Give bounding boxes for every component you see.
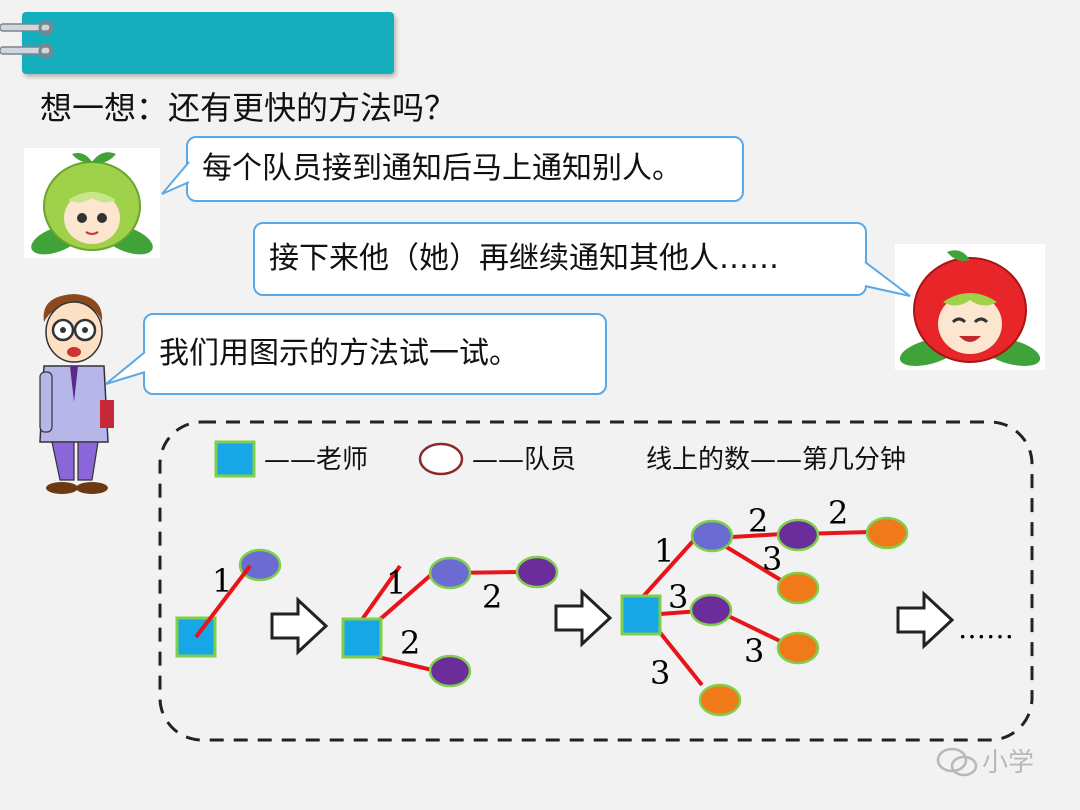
stage3-member-node [865,516,909,550]
legend-teacher-label: ——老师 [264,445,369,475]
stage2-edge-label: 2 [400,624,420,662]
stage2-member-node [428,654,472,688]
stage3-member-node [776,631,820,665]
arrow-right-icon [554,588,613,648]
speech-bubble-kid1-tail [161,161,190,195]
stage3-member-node [776,518,820,552]
diagram-frame [158,420,1034,742]
stage2-teacher-node [341,617,383,659]
stage2-member-node [515,555,559,589]
notification-tree-diagram: 1 1 2 2 1 2 3 2 3 [175,494,1014,717]
stage3-edge-label: 2 [828,494,848,532]
stage1-member-node [238,548,282,582]
page-heading: 想一想：还有更快的方法吗？ [40,89,457,127]
speech-bubble-kid2-tail [864,261,911,297]
stage1-edge-label: 1 [212,562,232,600]
green-apple-character-icon [24,148,160,258]
stage3-member-node [689,593,733,627]
stage3-edge [656,628,704,687]
stage3-edge-label: 2 [748,502,768,540]
speech-bubble-teacher-text: 我们用图示的方法试一试。 [159,336,519,371]
stage3-edge [638,538,696,602]
stage3-edge-label: 3 [762,540,782,578]
legend-minutes-label: 线上的数——第几分钟 [646,445,907,475]
stage2-member-node [428,556,472,590]
stage2-edge-label: 2 [482,578,502,616]
stage3-member-node [690,519,734,553]
stage3-teacher-node [620,594,662,636]
stage3-edge-label: 3 [668,578,688,616]
red-apple-character-icon [895,244,1045,370]
stage3-member-node [698,683,742,717]
stage2-edge-label: 1 [386,564,406,602]
legend-member-circle-icon [418,442,464,476]
speech-bubble-kid1: 每个队员接到通知后马上通知别人。 [186,136,744,202]
speech-bubble-kid2-text: 接下来他（她）再继续通知其他人…… [269,241,779,276]
title-bar [22,12,394,74]
stage3-tree: 1 2 3 2 3 3 3 [620,494,909,717]
teacher-character-icon [39,294,114,494]
stage3-edge [719,610,783,644]
diagram-ellipsis: …… [958,612,1014,645]
speech-bubble-kid2: 接下来他（她）再继续通知其他人…… [253,222,867,296]
stage3-edge-label: 3 [744,632,764,670]
stage3-member-node [776,571,820,605]
arrow-right-icon [896,590,955,650]
wechat-logo-icon [936,747,978,777]
speech-bubble-kid1-text: 每个队员接到通知后马上通知别人。 [202,151,682,186]
stage2-tree: 1 2 2 [341,555,559,688]
speech-bubble-teacher-tail [105,351,146,385]
stage1-edge [194,564,252,639]
arrow-right-icon [270,596,329,656]
stage3-edge-label: 1 [654,532,674,570]
legend-teacher-square-icon [214,440,256,478]
watermark-text: 小学 [982,748,1035,778]
speech-bubble-teacher: 我们用图示的方法试一试。 [143,313,607,395]
binder-clip-icon [0,20,54,59]
legend-member-label: ——队员 [472,445,577,475]
stage3-edge-label: 3 [650,654,670,692]
